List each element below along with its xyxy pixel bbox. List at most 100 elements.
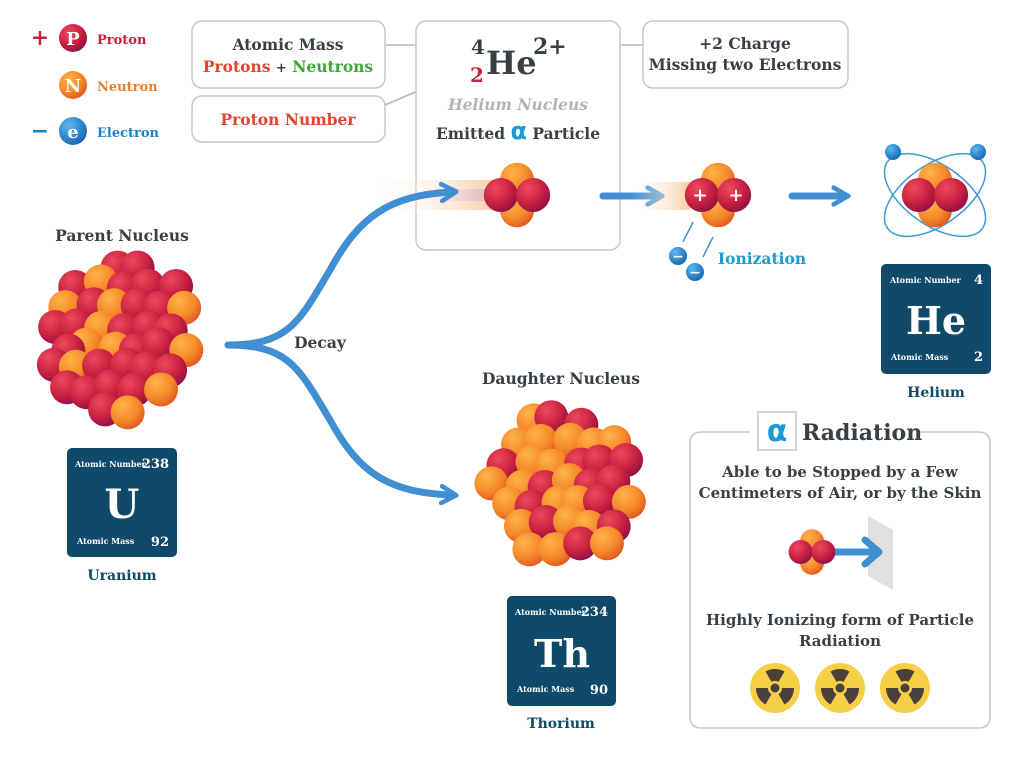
helium-tile: Atomic Number 4 He Atomic Mass 2 <box>881 264 991 374</box>
atomic-number-label: Atomic Number <box>889 275 962 285</box>
neutron-letter: N <box>65 76 81 97</box>
proton-ball <box>788 540 813 564</box>
atomic-mass-label: Atomic Mass <box>76 536 135 546</box>
proton-number-label: Proton Number <box>220 110 356 129</box>
proton-ball <box>582 483 617 518</box>
helium-nucleus <box>901 162 969 228</box>
proton-ball <box>684 178 719 212</box>
proton-ball <box>528 505 563 540</box>
legend: + P Proton N Neutron − e Electron <box>31 24 160 145</box>
neutron-ball <box>144 372 179 407</box>
decay-arrow-up <box>224 192 450 349</box>
atomic-mass-formula: Protons + Neutrons <box>203 57 374 76</box>
ionizing-text-2: Radiation <box>799 632 881 650</box>
ionizing-text-1: Highly Ionizing form of Particle <box>706 611 974 629</box>
proton-ball <box>563 526 598 561</box>
proton-ball <box>811 540 836 564</box>
proton-letter: P <box>66 29 80 50</box>
ionization-trail <box>630 182 690 210</box>
legend-electron: − e Electron <box>31 117 160 145</box>
legend-proton: + P Proton <box>31 24 147 52</box>
neutron-ball <box>611 484 646 519</box>
helium-nucleus-box: 4 2 He 2+ Helium Nucleus Emitted α Parti… <box>370 20 621 251</box>
parent-nucleus-label: Parent Nucleus <box>55 226 189 245</box>
missing-electrons-text: Missing two Electrons <box>649 55 842 74</box>
atomic-mass: 90 <box>590 683 608 698</box>
helium-nucleus-subtitle: Helium Nucleus <box>447 95 588 114</box>
electron-arrow <box>702 236 714 258</box>
element-symbol: Th <box>534 631 590 676</box>
alpha-symbol: α <box>767 414 788 449</box>
element-symbol: He <box>906 298 966 343</box>
helium-symbol: He <box>486 44 537 82</box>
element-symbol: U <box>105 481 140 528</box>
alpha-particle-small <box>788 529 836 575</box>
orbit <box>883 152 987 238</box>
atomic-mass-title: Atomic Mass <box>231 35 343 54</box>
ionized-alpha-particle <box>684 162 752 228</box>
alpha-radiation-box: α Radiation Able to be Stopped by a Few … <box>689 411 991 729</box>
legend-neutron: N Neutron <box>59 71 158 99</box>
stopped-text-2: Centimeters of Air, or by the Skin <box>699 484 982 502</box>
orbit <box>883 152 987 238</box>
electron-icon <box>669 247 687 265</box>
charge-superscript: 2+ <box>533 34 567 60</box>
alpha-particle <box>483 162 551 228</box>
blocked-arrow-head <box>861 536 883 568</box>
uranium-tile: Atomic Number 238 U Atomic Mass 92 <box>67 448 177 557</box>
helium-label: Helium <box>907 385 965 401</box>
radiation-hazard-icon <box>880 663 930 713</box>
stopped-text-1: Able to be Stopped by a Few <box>721 463 959 481</box>
ionization-label: Ionization <box>718 249 806 268</box>
emitted-alpha-text: Emitted α Particle <box>436 117 600 145</box>
neutron-icon <box>59 71 87 99</box>
proton-icon <box>59 24 87 52</box>
uranium-label: Uranium <box>87 568 156 584</box>
electron-icon <box>59 117 87 145</box>
atomic-mass-box: Atomic Mass Protons + Neutrons <box>191 20 386 89</box>
proton-ball <box>717 178 752 212</box>
decay-label: Decay <box>294 333 347 352</box>
thorium-tile: Atomic Number 234 Th Atomic Mass 90 <box>507 596 616 706</box>
radiation-hazard-icon <box>815 663 865 713</box>
plus-charge-2: + <box>728 185 743 206</box>
proton-ball <box>516 178 551 212</box>
atomic-mass: 92 <box>151 535 169 550</box>
proton-ball <box>483 178 518 212</box>
charge-text: +2 Charge <box>699 34 791 53</box>
electron-letter: e <box>67 122 78 143</box>
charge-box: +2 Charge Missing two Electrons <box>642 20 849 89</box>
plus-sign: + <box>31 25 49 51</box>
atomic-mass-label: Atomic Mass <box>516 684 575 694</box>
neutron-ball <box>512 532 547 567</box>
atomic-number: 4 <box>974 273 983 288</box>
minus-sign: − <box>31 118 49 144</box>
neutron-label: Neutron <box>97 80 158 95</box>
proton-number-box: Proton Number <box>191 95 386 143</box>
atomic-number-label: Atomic Number <box>514 607 587 617</box>
electron-icon <box>885 144 901 160</box>
atomic-number: 238 <box>142 457 169 472</box>
electron-label: Electron <box>97 126 160 141</box>
freed-electrons: − − <box>669 221 714 281</box>
radiation-hazard-icon <box>750 663 800 713</box>
electron-icon <box>970 144 986 160</box>
electron-arrow <box>682 221 694 243</box>
parent-nucleus <box>36 250 204 430</box>
daughter-nucleus-label: Daughter Nucleus <box>482 369 640 388</box>
atomic-number-label: Atomic Number <box>74 459 147 469</box>
neutron-ball <box>110 395 145 430</box>
proton-label: Proton <box>97 33 147 48</box>
daughter-nucleus <box>474 400 646 567</box>
minus-charge-1: − <box>672 249 684 265</box>
mass-number: 4 <box>471 35 485 59</box>
atomic-mass: 2 <box>974 350 983 365</box>
radiation-title: Radiation <box>802 420 922 446</box>
alpha-symbol-box <box>757 411 797 451</box>
neutron-ball <box>589 526 624 561</box>
proton-ball <box>901 178 936 212</box>
plus-charge-1: + <box>692 185 707 206</box>
helium-atom <box>883 144 987 238</box>
proton-ball <box>934 178 969 212</box>
